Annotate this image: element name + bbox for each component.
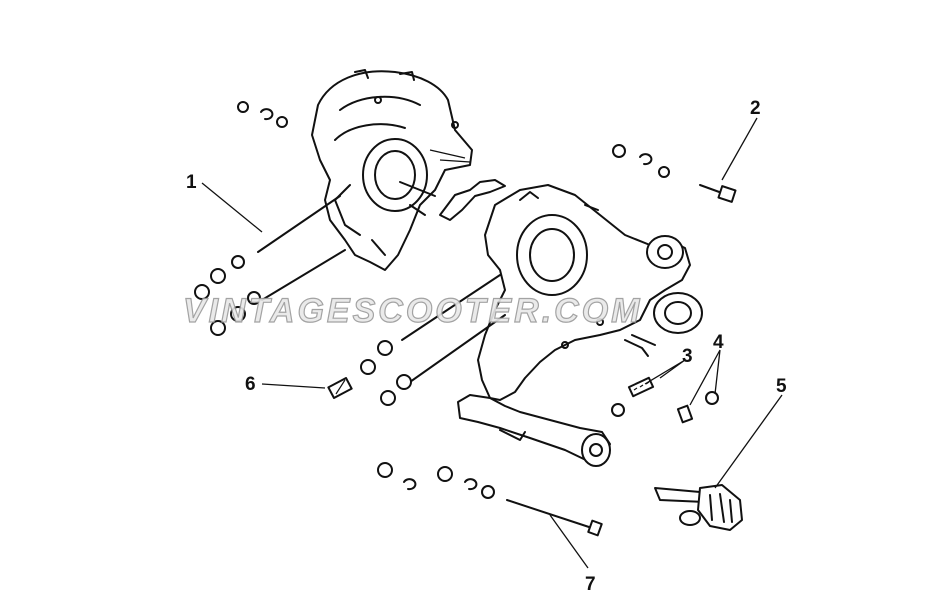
crankcase-studs [257,195,506,383]
leader-lines [201,117,783,569]
left-crankcase-half [311,69,473,271]
callout-5: 5 [776,376,787,397]
callout-labels: 1 2 3 4 5 6 7 [186,98,787,595]
sleeve-part-6 [327,377,353,399]
crankcase-gasket [439,179,506,221]
bolt-part-2 [699,184,737,203]
callout-4: 4 [713,332,724,353]
long-bolt-part-7 [506,499,603,537]
right-crankcase-swingarm [457,184,703,467]
callout-6: 6 [245,374,256,395]
watermark-text: VINTAGESCOOTER.COM [183,292,643,330]
callout-2: 2 [750,98,761,119]
pivot-pin-part-5 [654,484,743,531]
callout-1: 1 [186,172,197,193]
fitting-part-4 [676,391,719,424]
nuts-and-washers [194,101,670,499]
callout-3: 3 [682,346,693,367]
callout-7: 7 [585,574,596,595]
